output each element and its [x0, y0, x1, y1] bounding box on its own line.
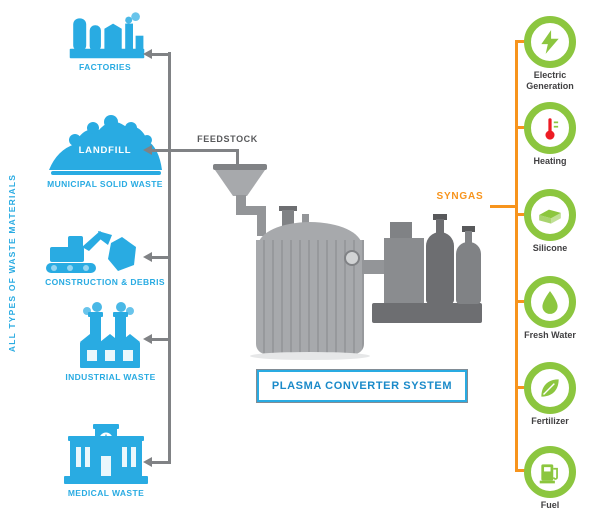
- pump-unit-icon: [384, 238, 424, 308]
- municipal-building-icon: [60, 422, 152, 486]
- silicone-brick-icon: [524, 189, 576, 241]
- connector-stub-2: [152, 149, 168, 152]
- arrow-to-construction-icon: [143, 252, 152, 262]
- output-stub-1: [518, 40, 526, 43]
- arrow-to-factories-icon: [143, 49, 152, 59]
- syngas-feed-line: [490, 205, 518, 208]
- syngas-bottle-icon: [426, 232, 454, 304]
- bottle-2-neck: [465, 231, 472, 245]
- bottle-2-cap: [462, 226, 475, 232]
- hopper-elbow-pipe: [236, 206, 266, 215]
- connector-stub-5: [152, 461, 168, 464]
- arrow-to-medical-icon: [143, 457, 152, 467]
- syngas-bottle-2-icon: [456, 242, 481, 304]
- water-drop-icon: [524, 276, 576, 328]
- connector-stub-4: [152, 338, 168, 341]
- syngas-label: SYNGAS: [436, 191, 484, 202]
- arrow-to-landfill-icon: [143, 145, 152, 155]
- title-box-label: PLASMA CONVERTER SYSTEM: [271, 380, 453, 392]
- tank-outlet-pipe: [362, 260, 388, 274]
- electricity-icon: [524, 16, 576, 68]
- tank-port: [344, 250, 360, 266]
- fuel-pump-icon: [524, 446, 576, 498]
- arrow-to-industrial-icon: [143, 334, 152, 344]
- left-axis-label: ALL TYPES OF WASTE MATERIALS: [7, 173, 17, 353]
- connector-stub-1: [152, 53, 168, 56]
- feedstock-drop-line: [236, 149, 239, 169]
- output-label-silicone: Silicone: [532, 243, 568, 253]
- tank-valve: [282, 210, 294, 226]
- title-box: PLASMA CONVERTER SYSTEM: [257, 370, 467, 402]
- tank-inlet-pipe: [257, 206, 266, 236]
- connector-stub-3: [152, 256, 168, 259]
- hopper-pipe: [236, 195, 246, 209]
- landfill-overlay-label: LANDFILL: [78, 145, 132, 156]
- thermometer-icon: [524, 102, 576, 154]
- output-label-fertilizer: Fertilizer: [531, 416, 569, 426]
- hopper-rim: [213, 164, 267, 170]
- factory-chimneys-icon: [76, 302, 146, 370]
- source-label-construction-debris: CONSTRUCTION & DEBRIS: [45, 277, 165, 287]
- tank-vent: [302, 214, 309, 226]
- bottle-1-neck: [436, 219, 444, 235]
- output-label-heating: Heating: [533, 156, 567, 166]
- factory-silos-icon: [68, 12, 146, 62]
- landfill-icon: [45, 110, 165, 176]
- output-label-fresh-water: Fresh Water: [524, 330, 576, 340]
- output-stub-6: [518, 469, 526, 472]
- source-label-industrial-waste: INDUSTRIAL WASTE: [65, 372, 156, 382]
- collector-line-vertical: [168, 52, 171, 464]
- tank-shadow: [250, 352, 370, 360]
- output-stub-5: [518, 386, 526, 389]
- tank-valve-cap: [279, 206, 297, 211]
- output-label-electric-generation: Electric Generation: [526, 70, 574, 91]
- excavator-icon: [42, 225, 144, 275]
- source-label-municipal-solid-waste: MUNICIPAL SOLID WASTE: [47, 179, 163, 189]
- equipment-platform: [372, 303, 482, 323]
- hopper-funnel-icon: [215, 170, 265, 196]
- source-label-factories: FACTORIES: [78, 62, 132, 72]
- output-line-vertical: [515, 40, 518, 472]
- output-stub-3: [518, 213, 526, 216]
- leaf-icon: [524, 362, 576, 414]
- output-label-fuel: Fuel: [540, 500, 560, 510]
- feedstock-branch-line: [171, 149, 239, 152]
- feedstock-label: FEEDSTOCK: [197, 134, 258, 144]
- output-stub-2: [518, 126, 526, 129]
- output-stub-4: [518, 300, 526, 303]
- pump-top: [390, 222, 412, 240]
- bottle-1-cap: [433, 214, 447, 220]
- source-label-medical-waste: MEDICAL WASTE: [67, 488, 145, 498]
